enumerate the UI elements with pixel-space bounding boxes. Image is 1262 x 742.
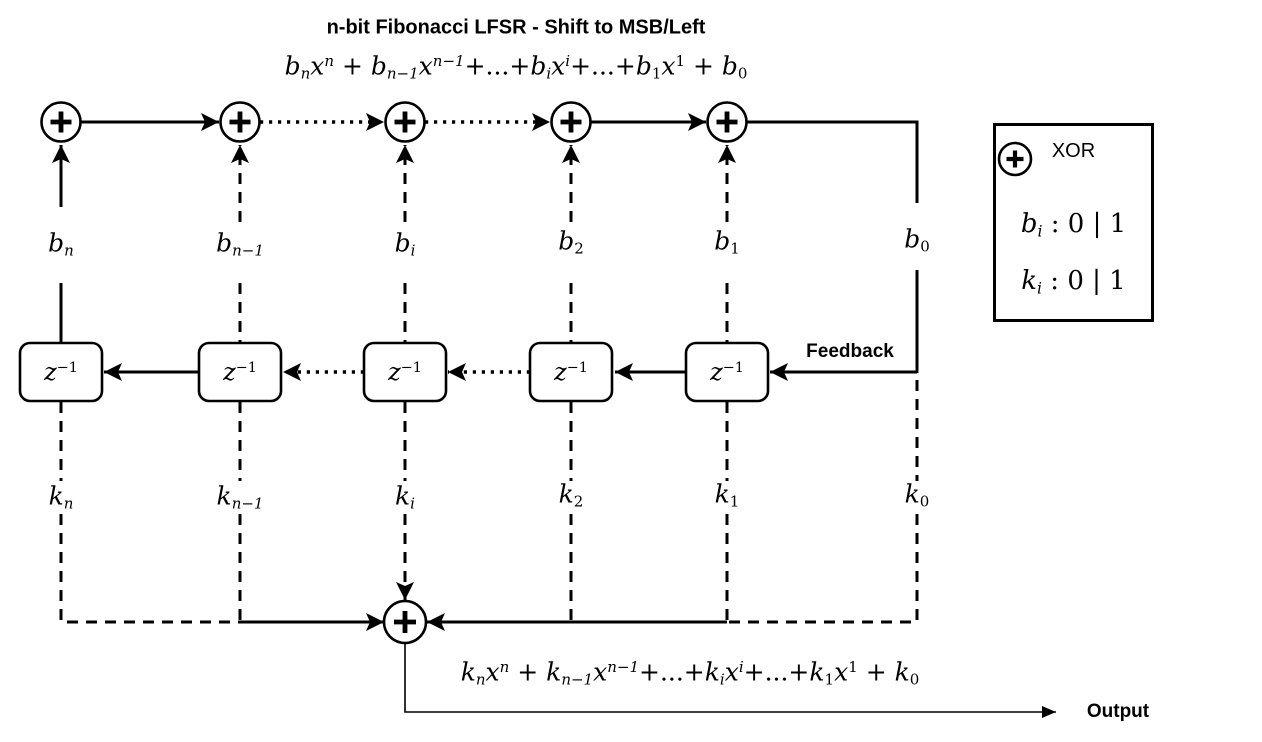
output-label: Output — [1086, 701, 1150, 722]
k0-routing-line — [727, 514, 919, 624]
delay-register-2 — [197, 341, 283, 403]
delay-register-3 — [362, 341, 448, 403]
bit-label-bn1: bn−1 — [216, 228, 264, 260]
output-arrow — [404, 643, 1056, 718]
delay-label-2: z−1 — [223, 358, 257, 386]
delay-label-5: z−1 — [710, 358, 744, 386]
key-label-kn: kn — [48, 481, 74, 513]
bit-label-b2: b2 — [558, 226, 584, 258]
bit-label-bi: bi — [394, 228, 416, 260]
kn-routing-line — [59, 514, 240, 624]
xor-gate-5 — [706, 101, 748, 143]
xor-gate-1 — [40, 101, 82, 143]
legend-b-range: bi : 0 | 1 — [1020, 209, 1127, 241]
feedback-label: Feedback — [806, 341, 894, 362]
bit-label-bn: bn — [48, 228, 74, 260]
delay-label-4: z−1 — [554, 358, 588, 386]
tap-polynomial-formula: bnxn + bn−1xn−1+...+bixi+...+b1x1 + b0 — [284, 51, 748, 83]
key-label-ki: ki — [395, 481, 415, 513]
bottom-xor-gate — [382, 599, 428, 645]
bit-label-b1: b1 — [714, 226, 740, 258]
key-label-k0: k0 — [904, 479, 930, 511]
key-label-kn1: kn−1 — [216, 481, 264, 513]
legend-k-range: ki : 0 | 1 — [1021, 266, 1126, 298]
delay-label-3: z−1 — [388, 358, 422, 386]
xor-gate-icon — [997, 141, 1033, 177]
key-label-k1: k1 — [714, 479, 740, 511]
delay-label-1: z−1 — [44, 358, 78, 386]
xor-gate-2 — [219, 101, 261, 143]
legend-xor-row: XOR — [996, 140, 1151, 177]
delay-register-1 — [18, 341, 104, 403]
legend-box: XOR bi : 0 | 1 ki : 0 | 1 — [993, 123, 1154, 322]
bit-label-b0: b0 — [904, 224, 930, 256]
delay-register-5 — [684, 341, 770, 403]
legend-xor-label: XOR — [1051, 140, 1096, 162]
key-label-k2: k2 — [558, 479, 584, 511]
xor-gate-3 — [384, 101, 426, 143]
key-polynomial-formula: knxn + kn−1xn−1+...+kixi+...+k1x1 + k0 — [460, 657, 920, 689]
delay-register-4 — [528, 341, 614, 403]
tap-line-xor5-to-b0-column — [747, 120, 919, 203]
xor-gate-4 — [550, 101, 592, 143]
diagram-title: n-bit Fibonacci LFSR - Shift to MSB/Left — [326, 16, 706, 39]
